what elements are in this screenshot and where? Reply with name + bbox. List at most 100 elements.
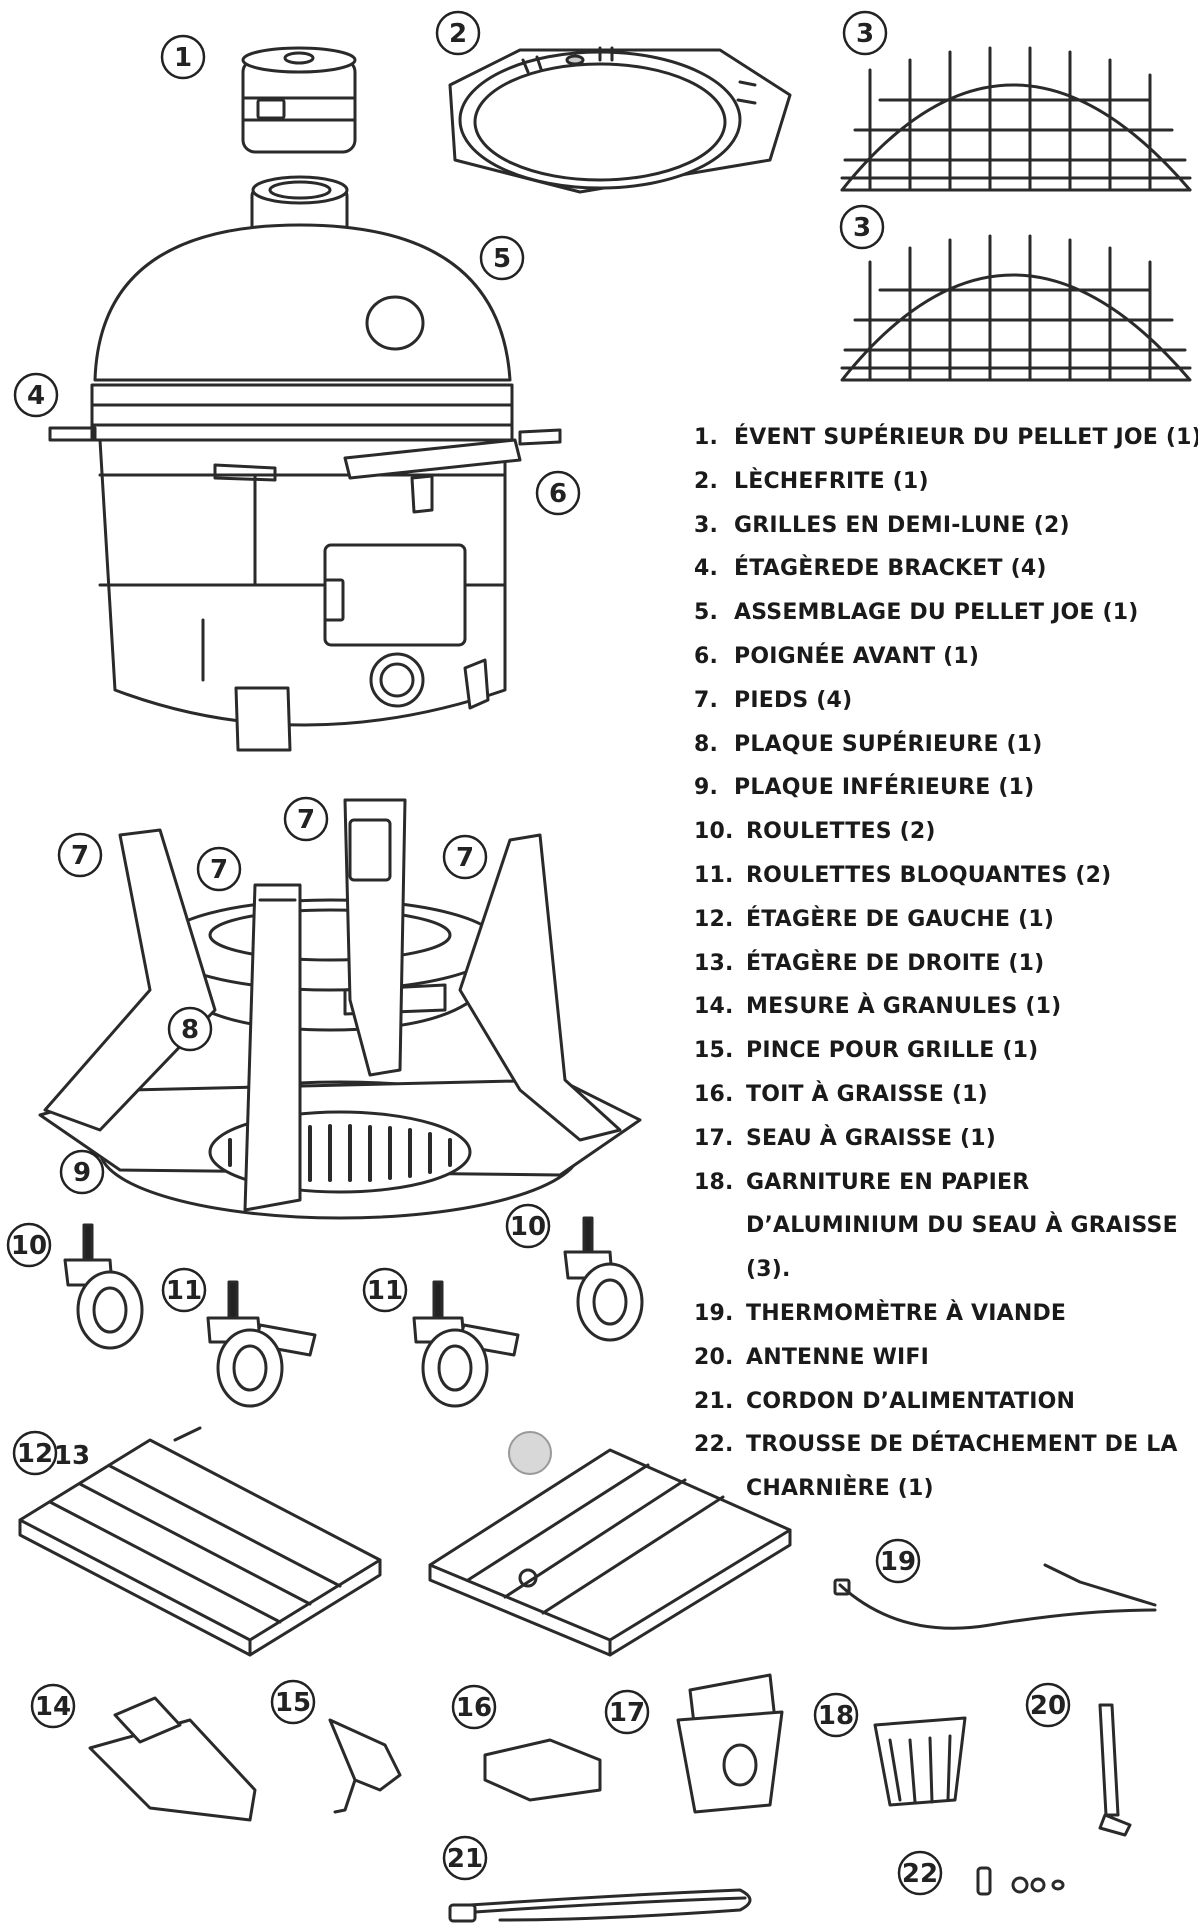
callout-number: 7 [297, 805, 315, 835]
parts-list-item: 12.ÉTAGÈRE DE GAUCHE (1) [694, 898, 1194, 942]
half-moon-grate-drawing-bottom [840, 234, 1192, 382]
part-number: 6. [694, 643, 719, 669]
parts-list-item: 8.PLAQUE SUPÉRIEURE (1) [694, 723, 1194, 767]
part-label: GRILLES EN DEMI-LUNE (2) [734, 512, 1070, 538]
callout-number: 18 [818, 1701, 854, 1731]
callout-number: 7 [456, 843, 474, 873]
callout-number: 6 [549, 479, 567, 509]
callout-number: 10 [510, 1212, 546, 1242]
part-label: ÉTAGÈREDE BRACKET (4) [734, 556, 1047, 582]
callout-circle [160, 34, 206, 80]
part-number: 8. [694, 731, 719, 757]
callout-circle [813, 1692, 859, 1738]
parts-list-item: 20. ANTENNE WIFI [694, 1336, 1194, 1380]
part-label: ANTENNE WIFI [746, 1344, 930, 1370]
part-number: 3. [694, 512, 719, 538]
part-number: 10. [694, 819, 734, 845]
callout-number: 19 [880, 1547, 916, 1577]
part-label: POIGNÉE AVANT (1) [734, 643, 980, 669]
callout-circle [442, 1835, 488, 1881]
callout-circle [167, 1006, 213, 1052]
parts-list-item: 1. ÉVENT SUPÉRIEUR DU PELLET JOE (1) [694, 416, 1198, 460]
parts-list-item: 7.PIEDS (4) [694, 679, 1194, 723]
grill-grate-lifter-drawing [328, 1718, 402, 1814]
parts-list-item: 3. GRILLES EN DEMI-LUNE (2) [694, 504, 1194, 548]
part-label: THERMOMÈTRE À VIANDE [746, 1300, 1067, 1326]
part-number: 21. [694, 1388, 734, 1414]
callout-circle [30, 1683, 76, 1729]
callout-badge: 2 [435, 10, 481, 56]
callout-badge: 20 [1025, 1682, 1071, 1728]
half-moon-grate-drawing-top [840, 46, 1192, 192]
callout-number: 10 [11, 1231, 47, 1261]
callout-circle [270, 1679, 316, 1725]
part-label: ÉTAGÈRE DE DROITE (1) [746, 950, 1045, 976]
part-label: ROULETTES (2) [746, 819, 936, 845]
callout-badge: 16 [451, 1684, 497, 1730]
part-label: ÉTAGÈRE DE GAUCHE (1) [746, 906, 1055, 932]
part-label: ÉVENT SUPÉRIEUR DU PELLET JOE (1) [734, 425, 1198, 450]
callout-badge: 9 [59, 1149, 105, 1195]
part-label: SEAU À GRAISSE (1) [746, 1125, 997, 1151]
parts-list: 1. ÉVENT SUPÉRIEUR DU PELLET JOE (1) 2.LÈ… [694, 416, 1198, 1511]
callout-circle [12, 1430, 58, 1476]
wifi-antenna-drawing [1098, 1703, 1132, 1837]
callout-badge: 22 [897, 1850, 943, 1896]
parts-list-item: 6. POIGNÉE AVANT (1) [694, 635, 1194, 679]
part-number: 11. [694, 862, 734, 888]
right-shelf-drawing [428, 1448, 792, 1657]
callout-number: 22 [902, 1859, 938, 1889]
parts-list-item: 21.CORDON D’ALIMENTATION [694, 1380, 1194, 1424]
callout-number: 13 [54, 1441, 90, 1471]
callout-badge: 17 [604, 1689, 650, 1735]
callout-badge: 21 [442, 1835, 488, 1881]
parts-list-item: 5.ASSEMBLAGE DU PELLET JOE (1) [694, 591, 1194, 635]
parts-list-item: 22.TROUSSE DE DÉTACHEMENT DE LA CHARNIÈR… [694, 1423, 1194, 1511]
stand-drawing [38, 798, 642, 1220]
callout-circle [479, 235, 525, 281]
callout-badge: 4 [13, 372, 59, 418]
parts-list-item: 4.ÉTAGÈREDE BRACKET (4) [694, 547, 1194, 591]
part-label: ASSEMBLAGE DU PELLET JOE (1) [734, 600, 1139, 626]
part-number: 1. [694, 425, 719, 450]
pellet-scoop-drawing [88, 1696, 257, 1822]
grill-body-drawing [90, 175, 514, 752]
callout-number: 20 [1030, 1691, 1066, 1721]
callout-badge: 5 [479, 235, 525, 281]
parts-list-item: 14.MESURE À GRANULES (1) [694, 985, 1194, 1029]
callout-number: 21 [447, 1844, 483, 1874]
callout-number: 3 [856, 19, 874, 49]
callout-circle [897, 1850, 943, 1896]
callout-badge: 6 [535, 470, 581, 516]
callout-circle [362, 1267, 408, 1313]
callout-badge: 7 [283, 796, 329, 842]
callout-circle [196, 846, 242, 892]
unlabeled-marker-circle [508, 1431, 552, 1475]
callout-badge: 18 [813, 1692, 859, 1738]
part-number: 20. [694, 1344, 734, 1370]
part-label: MESURE À GRANULES (1) [746, 994, 1062, 1020]
callout-badge: 10 [6, 1222, 52, 1268]
foil-liner-drawing [873, 1716, 967, 1807]
part-number: 22. [694, 1432, 734, 1458]
callout-number: 11 [166, 1276, 202, 1306]
parts-list-item: 13.ÉTAGÈRE DE DROITE (1) [694, 942, 1194, 986]
callout-number: 16 [456, 1693, 492, 1723]
callout-circle [442, 834, 488, 880]
callout-circle [505, 1203, 551, 1249]
part-number: 18. [694, 1169, 734, 1195]
callout-circle [161, 1267, 207, 1313]
parts-list-item: 10. ROULETTES (2) [694, 810, 1194, 854]
callout-badge: 14 [30, 1683, 76, 1729]
callout-badge: 3 [842, 10, 888, 56]
callout-badge: 1 [160, 34, 206, 80]
callout-badge: 11 [161, 1267, 207, 1313]
callout-badge: 7 [196, 846, 242, 892]
callout-circle [1025, 1682, 1071, 1728]
parts-list-item: 2.LÈCHEFRITE (1) [694, 460, 1194, 504]
parts-list-item: 17.SEAU À GRAISSE (1) [694, 1117, 1194, 1161]
callout-badge: 10 [505, 1203, 551, 1249]
part-label: TOIT À GRAISSE (1) [746, 1081, 988, 1107]
parts-list-item: 16.TOIT À GRAISSE (1) [694, 1073, 1194, 1117]
